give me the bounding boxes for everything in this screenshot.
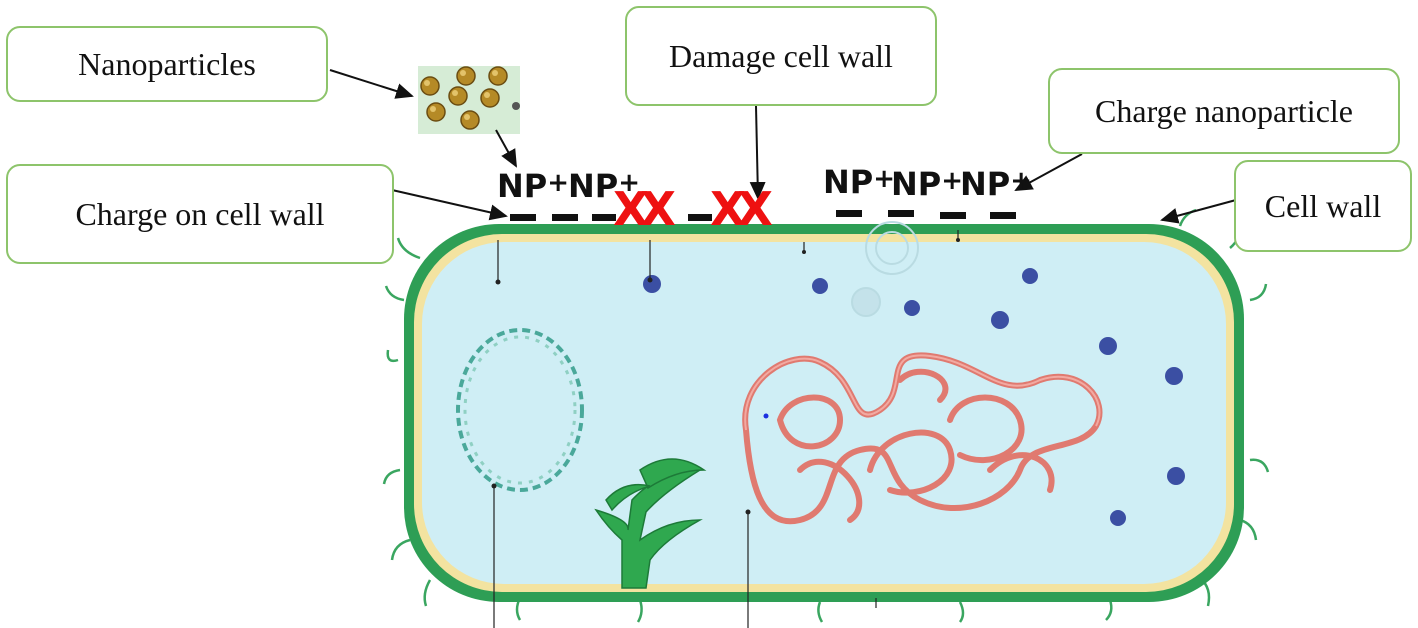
faint-vacuole bbox=[851, 221, 919, 317]
np-plus-label-1: NP+ bbox=[497, 167, 570, 205]
nucleoid-dna-highlight bbox=[744, 354, 1101, 431]
arrows bbox=[329, 69, 1237, 224]
callout-charge-on-cell-wall: Charge on cell wall bbox=[6, 164, 394, 264]
ribosomes bbox=[643, 268, 1185, 526]
nanoparticle-cluster bbox=[418, 66, 520, 134]
cytoplasm bbox=[422, 242, 1226, 584]
np-plus-label-5: NP+ bbox=[960, 165, 1033, 203]
np-plus-label-3: NP+ bbox=[823, 163, 896, 201]
damage-mark-right: XX bbox=[710, 182, 773, 236]
pointer-lines bbox=[493, 230, 959, 628]
plasmid bbox=[456, 328, 584, 492]
np-plus-label-4: NP+ bbox=[891, 165, 964, 203]
negative-charges bbox=[510, 210, 1016, 221]
pointer-dots bbox=[491, 238, 960, 515]
callout-charge-nanoparticle: Charge nanoparticle bbox=[1048, 68, 1400, 154]
mesosome bbox=[594, 458, 707, 589]
np-plus-label-2: NP+ bbox=[568, 167, 641, 205]
callout-cell-wall: Cell wall bbox=[1234, 160, 1412, 252]
callout-damage-cell-wall: Damage cell wall bbox=[625, 6, 937, 106]
damage-mark-left: XX bbox=[613, 182, 676, 236]
callout-nanoparticles: Nanoparticles bbox=[6, 26, 328, 102]
